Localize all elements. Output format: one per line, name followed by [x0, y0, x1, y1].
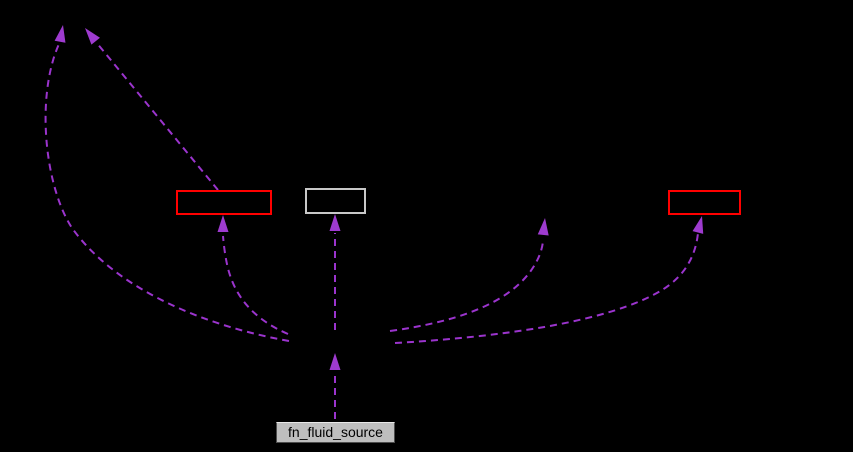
edge-redleft-to-topleft: [85, 28, 219, 191]
arrowhead-icon: [85, 28, 100, 45]
node-gray-center[interactable]: [305, 188, 366, 214]
edge-center-to-midnode: [389, 218, 549, 332]
edge-center-to-graybox: [329, 214, 341, 330]
arrowhead-icon: [329, 214, 341, 231]
edge-center-to-topleft: [44, 25, 290, 342]
node-fn-fluid-source: fn_fluid_source: [276, 422, 395, 443]
node-red-right[interactable]: [668, 190, 741, 215]
edge-center-to-redleft: [217, 215, 289, 335]
edge-center-to-redright: [394, 216, 704, 344]
arrowhead-icon: [217, 215, 229, 232]
node-red-left[interactable]: [176, 190, 272, 215]
fn-fluid-source-label: fn_fluid_source: [288, 424, 383, 440]
arrowhead-icon: [537, 218, 549, 236]
arrowhead-icon: [329, 353, 341, 370]
arrowhead-icon: [54, 25, 66, 43]
arrowhead-icon: [692, 216, 704, 234]
edge-source-to-center: [329, 353, 341, 419]
